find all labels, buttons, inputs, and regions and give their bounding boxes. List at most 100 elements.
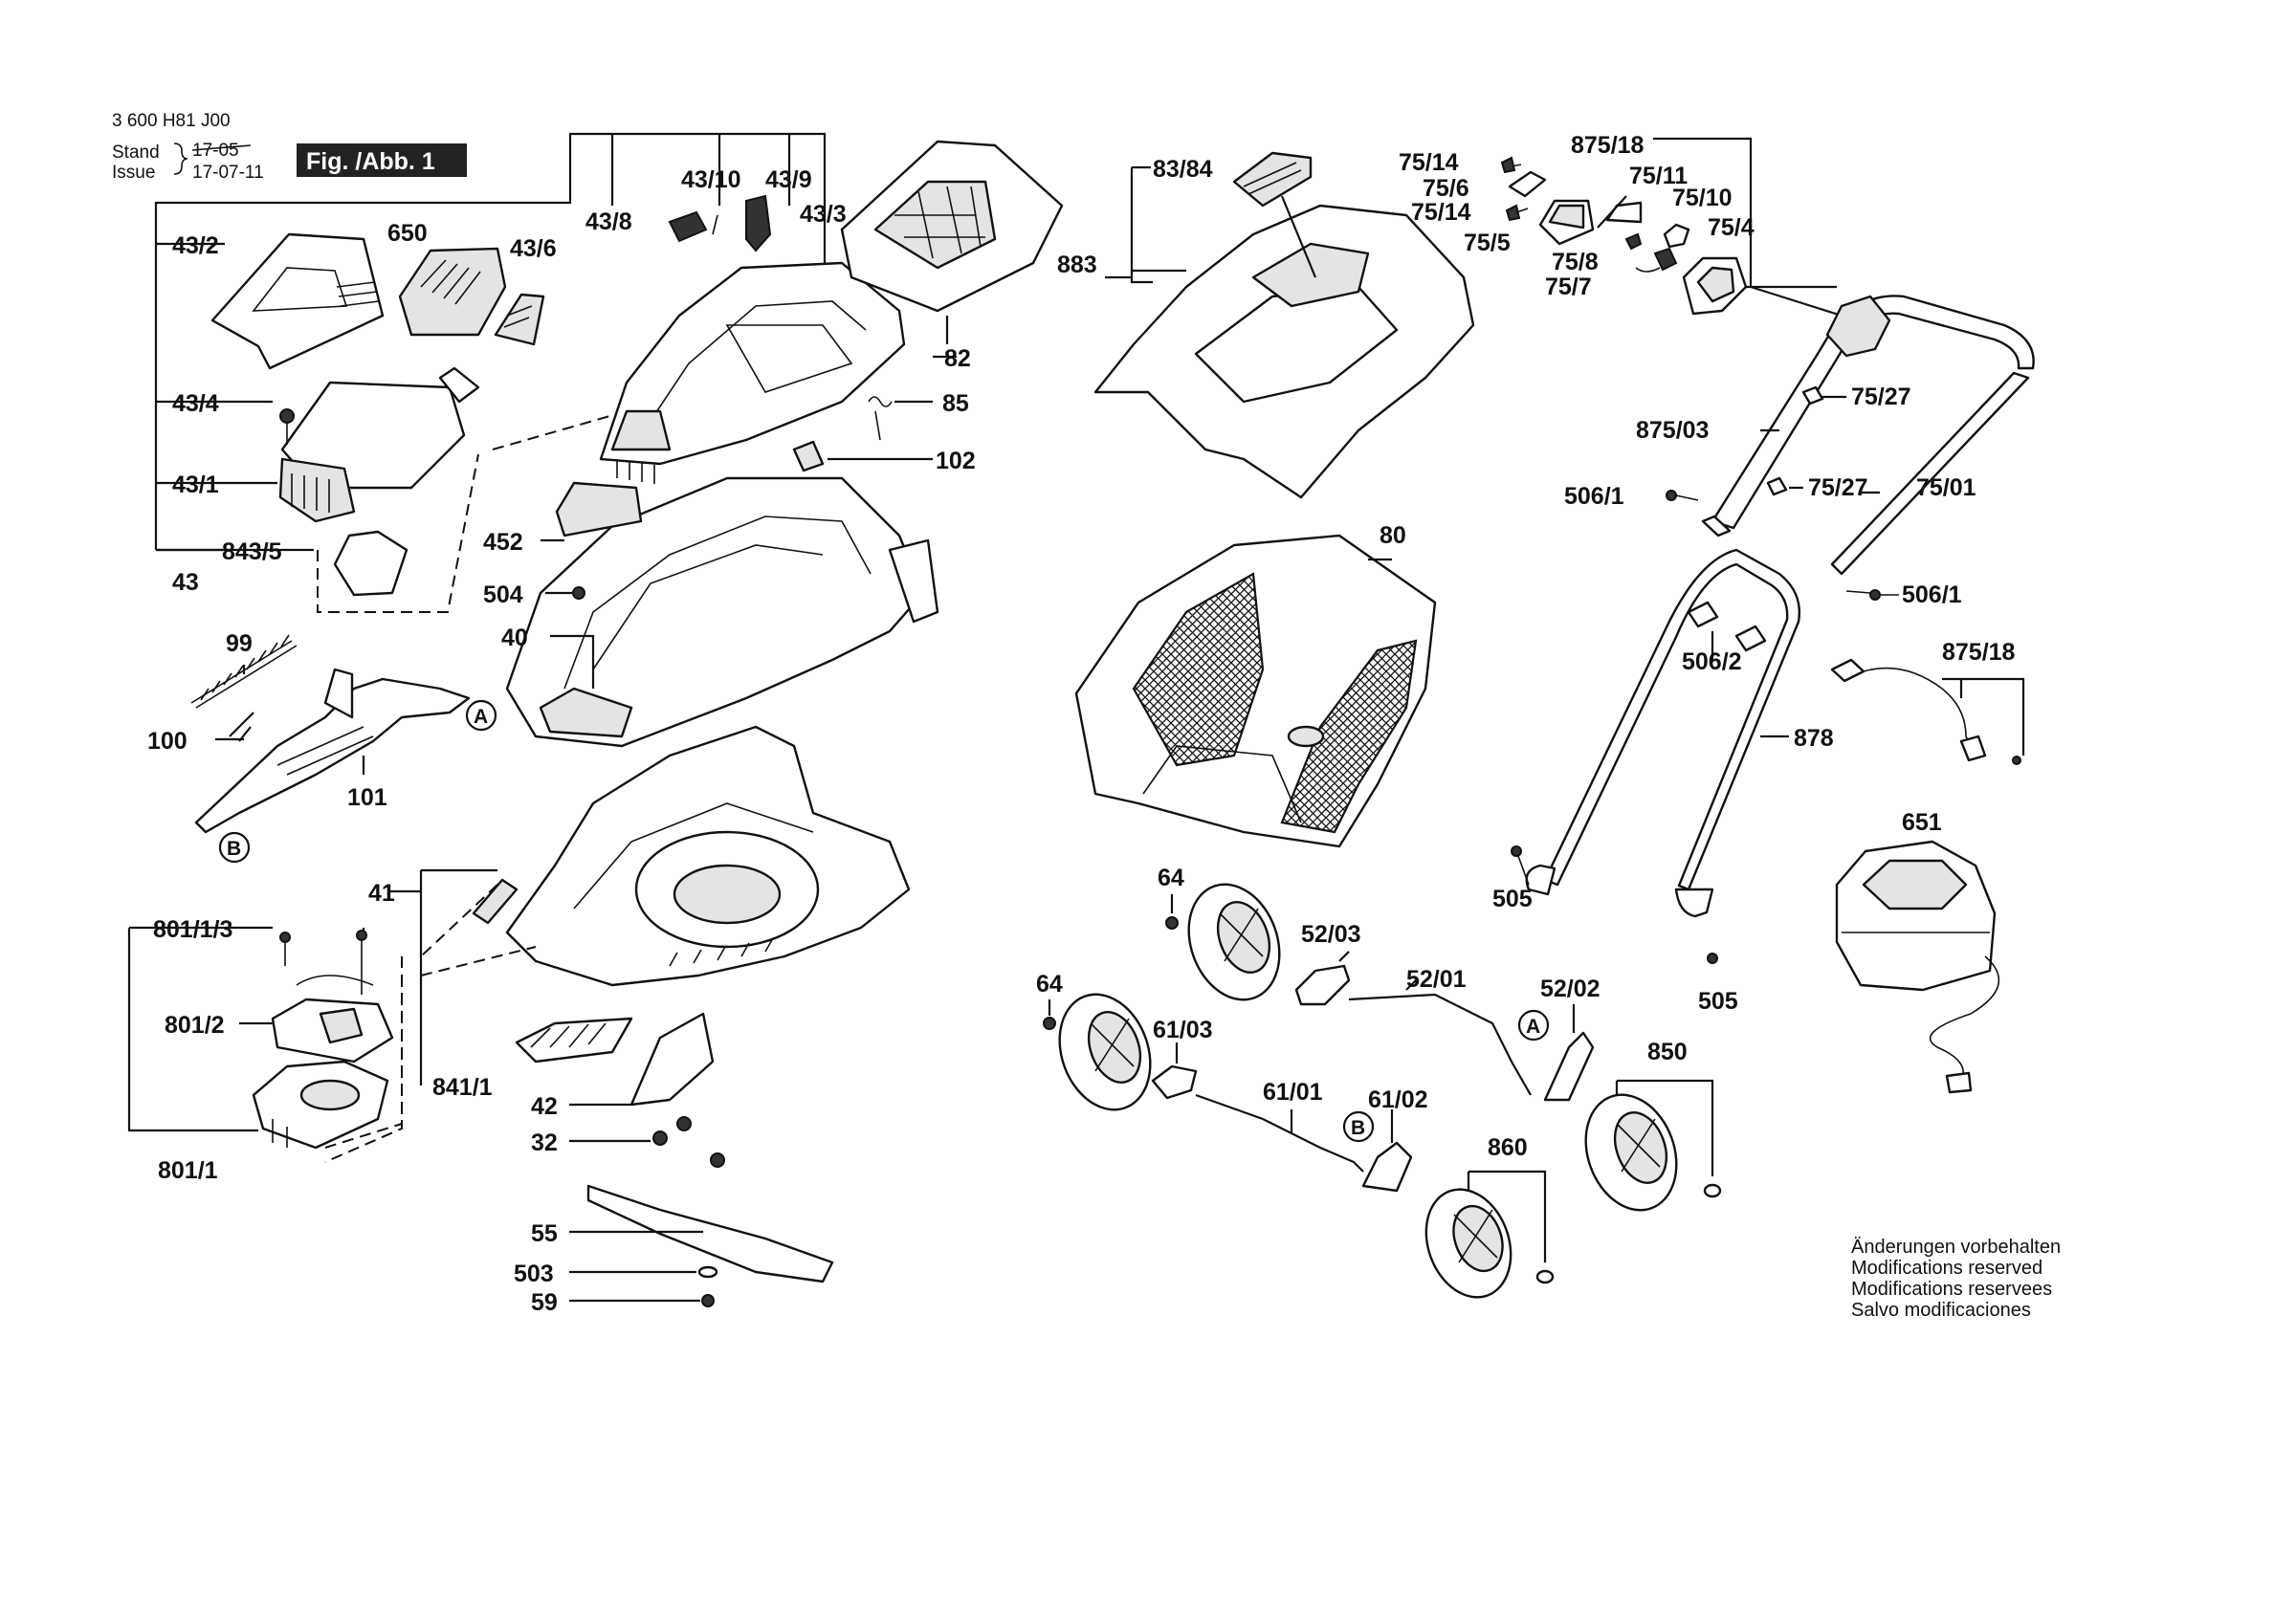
svg-text:B: B: [227, 838, 241, 860]
part-43-10-lever: [745, 194, 772, 252]
label-43-2: 43/2: [172, 232, 219, 259]
label-52-01: 52/01: [1406, 966, 1467, 993]
label-52-03: 52/03: [1301, 921, 1361, 948]
part-64-cap-a: [1165, 916, 1179, 930]
grass-box-group: [1074, 151, 1475, 848]
label-64-b: 64: [1036, 971, 1063, 998]
label-883: 883: [1057, 252, 1097, 278]
part-650-battery: [398, 247, 507, 337]
part-75-6-cover: [1508, 170, 1547, 198]
part-843-5-clip: [333, 530, 408, 597]
label-860: 860: [1488, 1134, 1528, 1161]
stand-value: 17-05: [192, 141, 239, 161]
label-505-b: 505: [1698, 988, 1738, 1015]
label-75-11: 75/11: [1629, 163, 1688, 189]
svg-text:A: A: [1526, 1016, 1540, 1038]
part-61-02-lever: [1361, 1141, 1413, 1193]
wheels-group: [1043, 883, 1722, 1299]
part-43-2-cover-flap: [210, 232, 385, 370]
label-75-14-a: 75/14: [1399, 149, 1459, 176]
part-506-1-screw-b: [1869, 589, 1881, 601]
part-75-10-button: [1663, 223, 1690, 249]
label-506-2: 506/2: [1682, 648, 1742, 675]
part-43-3-upper-housing: [599, 261, 906, 466]
battery-cover-group: [154, 132, 827, 613]
part-503-washer: [697, 1265, 718, 1279]
label-878: 878: [1794, 725, 1834, 752]
label-85: 85: [942, 390, 969, 417]
label-82: 82: [944, 345, 971, 372]
label-80: 80: [1380, 522, 1406, 549]
ref-marker-a-2: [1517, 1009, 1550, 1042]
reference-markers: A B A B: [218, 699, 1550, 1143]
label-102: 102: [936, 448, 976, 474]
label-43-10: 43/10: [681, 166, 741, 193]
label-43-9: 43/9: [765, 166, 812, 193]
label-32: 32: [531, 1130, 558, 1156]
label-75-27-a: 75/27: [1851, 384, 1911, 410]
ref-marker-b-1: [218, 831, 251, 864]
header-brace: [173, 143, 188, 175]
part-75-7-switch: [1653, 247, 1678, 272]
part-59-screw: [701, 1294, 715, 1307]
label-505-a: 505: [1492, 886, 1533, 912]
part-43-9-clip: [438, 366, 480, 404]
label-41: 41: [368, 880, 395, 907]
label-40: 40: [501, 625, 528, 651]
label-99: 99: [226, 630, 253, 657]
label-43: 43: [172, 569, 199, 596]
part-83-84-handle-grip: [1232, 151, 1313, 208]
part-75-8-spring: [1624, 232, 1643, 251]
label-75-01: 75/01: [1916, 474, 1976, 501]
label-75-8: 75/8: [1552, 249, 1599, 275]
part-505-screw-b: [1707, 953, 1718, 964]
part-504-screw: [572, 586, 585, 600]
part-42-mulch-flap: [629, 1012, 715, 1107]
label-850: 850: [1647, 1039, 1688, 1065]
part-100-wire: [229, 712, 254, 742]
motor-housing-group: [505, 476, 939, 748]
part-52-02-lever: [1543, 1031, 1595, 1102]
label-75-4: 75/4: [1708, 214, 1755, 241]
handle-bar-group: [1511, 295, 2035, 1094]
label-83-84: 83/84: [1153, 156, 1213, 183]
lever-group: [190, 634, 471, 834]
part-99-spring: [190, 640, 298, 709]
part-61-03-bearing: [1151, 1064, 1198, 1100]
part-101-lever: [194, 677, 471, 834]
part-506-2-knob-a: [1687, 601, 1719, 628]
label-875-18-b: 875/18: [1942, 639, 2016, 666]
part-64-cap-b: [1043, 1017, 1056, 1030]
figure-badge-text: Fig. /Abb. 1: [306, 148, 435, 175]
drawing-header: 3 600 H81 J00 Stand Issue 17-05 17-07-11…: [112, 111, 467, 183]
label-801-2: 801/2: [165, 1012, 225, 1039]
bracket-43: [154, 132, 827, 550]
label-64-a: 64: [1158, 865, 1184, 891]
label-843-5: 843/5: [222, 538, 282, 565]
label-59: 59: [531, 1289, 558, 1316]
label-52-02: 52/02: [1540, 976, 1601, 1002]
label-651: 651: [1902, 809, 1942, 836]
modifications-note: Änderungen vorbehalten Modifications res…: [1851, 1237, 2061, 1321]
part-43-6-battery-cell: [494, 293, 545, 346]
drawing-number: 3 600 H81 J00: [112, 111, 231, 131]
part-43-4-screw: [279, 408, 295, 424]
part-878-lower-handle: [1543, 548, 1800, 891]
motor-group: [127, 926, 403, 1163]
label-42: 42: [531, 1093, 558, 1120]
label-875-18-a: 875/18: [1571, 132, 1645, 159]
label-75-5: 75/5: [1464, 230, 1511, 256]
part-801-1-3-screw: [279, 932, 291, 943]
label-801-1-3: 801/1/3: [153, 916, 232, 943]
deck-group: [324, 725, 911, 1307]
label-75-14-b: 75/14: [1411, 199, 1471, 226]
note-line-de: Änderungen vorbehalten: [1851, 1237, 2061, 1258]
part-75-14-screw-a: [1500, 156, 1516, 174]
label-101: 101: [347, 784, 387, 811]
part-75-14-screw-b: [1505, 204, 1521, 222]
ref-marker-b-2: [1342, 1110, 1375, 1143]
handle-controls-group: [1500, 137, 1843, 318]
part-841-1-insert: [515, 1017, 633, 1064]
label-75-27-b: 75/27: [1808, 474, 1868, 501]
